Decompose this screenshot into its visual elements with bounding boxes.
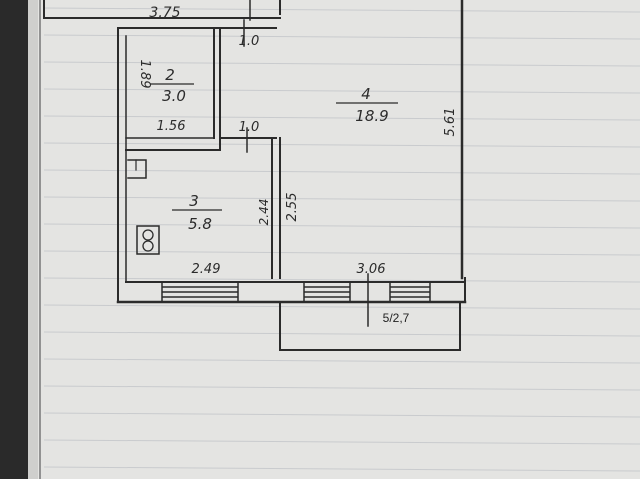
window-room4-left: [303, 282, 351, 302]
stove-fixture: [136, 225, 160, 255]
ruled-line: [43, 88, 640, 94]
dim-room4-height: 5.61: [443, 108, 458, 137]
stove-burner-bottom: [142, 240, 154, 252]
ruled-line: [43, 277, 640, 283]
ruled-line: [43, 439, 640, 445]
dimension-labels: 3.75 1.0 1.0 1.89 1.56 2.49 2.44 2.55 3.…: [137, 5, 458, 277]
left-shadow: [0, 0, 28, 479]
room-2-area: 3.0: [162, 87, 186, 105]
ruled-line: [43, 196, 640, 202]
dim-room3-height: 2.44: [257, 199, 271, 226]
dim-wall-3-4: 2.55: [285, 193, 300, 222]
ruled-line: [43, 466, 640, 472]
dim-room3-width: 2.49: [192, 262, 221, 277]
ruled-line: [43, 169, 640, 175]
walls: [43, 0, 467, 351]
dim-corridor-bottom: 1.0: [239, 120, 260, 135]
balcony-label: 5/2,7: [383, 311, 410, 325]
stove-burner-top: [142, 229, 154, 241]
ruled-line: [43, 142, 640, 148]
room-4-number: 4: [361, 85, 371, 103]
dim-room2-width: 1.56: [157, 119, 186, 134]
room-4-area: 18.9: [355, 107, 388, 125]
window-room4-right: [389, 282, 431, 302]
room-2-number: 2: [165, 66, 175, 84]
ruled-line: [43, 7, 640, 13]
dim-room2-height: 1.89: [137, 60, 152, 89]
ruled-line: [43, 223, 640, 229]
ruled-line: [43, 61, 640, 67]
ruled-line: [43, 385, 640, 391]
ruled-line: [43, 331, 640, 337]
room-labels: 2 3.0 3 5.8 4 18.9: [150, 66, 398, 233]
window-room3: [161, 282, 239, 302]
ruled-lines: [43, 7, 640, 472]
ruled-line: [43, 304, 640, 310]
paper-sheet: [28, 0, 640, 479]
dim-top-room-width: 3.75: [149, 5, 180, 21]
room-3-number: 3: [189, 192, 199, 210]
balcony-outline: [279, 301, 461, 351]
ruled-line: [43, 115, 640, 121]
room-3-area: 5.8: [188, 215, 212, 233]
dim-corridor-top: 1.0: [239, 34, 260, 49]
wall-top-room: [43, 0, 281, 19]
dim-room4-width: 3.06: [357, 262, 386, 277]
page-edge: [28, 0, 38, 479]
ruled-line: [43, 34, 640, 40]
ruled-line: [43, 412, 640, 418]
ruled-line: [43, 358, 640, 364]
ruled-line: [43, 250, 640, 256]
sink-fixture: [127, 159, 147, 179]
